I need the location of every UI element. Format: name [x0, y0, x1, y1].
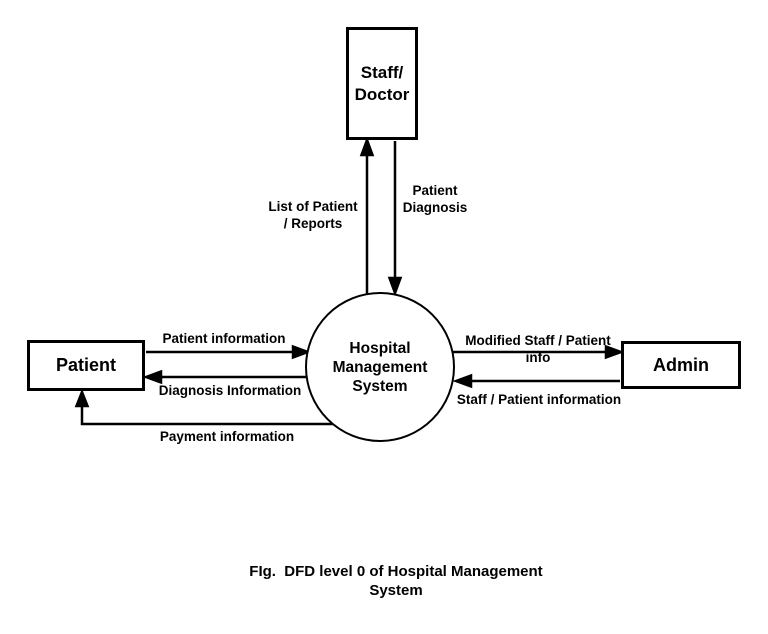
flow-label-payment-information: Payment information: [159, 429, 295, 444]
flow-label-modified-staff-patient-info: Modified Staff / Patient info: [465, 333, 611, 365]
flow-label-staff-patient-information: Staff / Patient information: [456, 392, 622, 407]
flow-label-list-of-patient-reports: List of Patient / Reports: [268, 199, 358, 231]
entity-patient: Patient: [27, 340, 145, 391]
flow-label-diagnosis-information: Diagnosis Information: [158, 383, 302, 398]
arrow-patient-diagnosis: [387, 141, 403, 297]
entity-staff-doctor: Staff/ Doctor: [346, 27, 418, 140]
arrow-staff-patient-information: [452, 373, 620, 389]
entity-staff-doctor-label: Staff/ Doctor: [354, 62, 410, 104]
figure-caption: FIg. DFD level 0 of Hospital Management …: [249, 563, 543, 599]
flow-label-patient-information: Patient information: [162, 331, 286, 346]
entity-admin: Admin: [621, 341, 741, 389]
arrow-diagnosis-information: [142, 369, 306, 385]
entity-admin-label: Admin: [653, 354, 709, 375]
entity-patient-label: Patient: [55, 355, 116, 375]
flow-label-patient-diagnosis: Patient Diagnosis: [402, 183, 468, 215]
arrow-patient-information: [146, 344, 312, 360]
process-label: Hospital Management System: [332, 339, 428, 395]
process-hospital-management-system: Hospital Management System: [305, 292, 455, 442]
